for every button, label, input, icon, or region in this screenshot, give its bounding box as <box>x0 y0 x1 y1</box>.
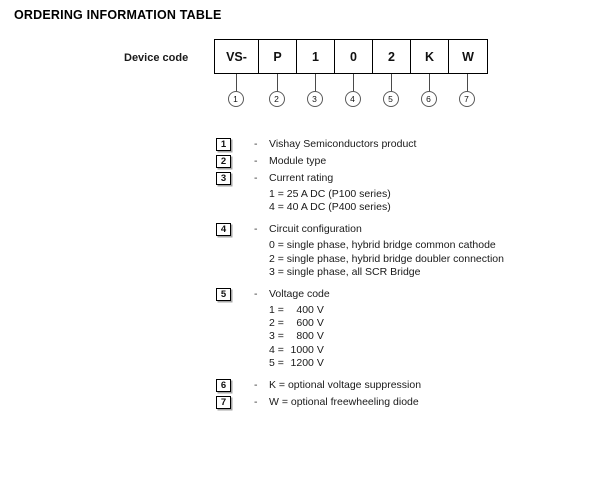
device-code-cell: W <box>462 49 474 64</box>
callout-circle: 1 <box>227 91 244 107</box>
device-code-cell: 2 <box>373 40 411 73</box>
legend-subitem-unit: V <box>316 330 324 343</box>
leader-line <box>467 74 468 92</box>
legend-dash: - <box>254 379 258 392</box>
legend-item-header: 4 -Circuit configuration <box>216 223 606 238</box>
leader-line <box>277 74 278 92</box>
legend-subitem: 2 = single phase, hybrid bridge doubler … <box>269 253 606 266</box>
legend-dash: - <box>254 155 258 167</box>
legend-subitem-code: 5 = <box>269 356 284 369</box>
legend-subitem-value: 1000 <box>290 343 314 356</box>
legend-item-header: 1 -Vishay Semiconductors product <box>216 138 606 153</box>
leader-line <box>353 74 354 92</box>
device-code-label: Device code <box>124 52 189 64</box>
callout-circle: 2 <box>268 91 285 107</box>
legend-item: 1 -Vishay Semiconductors product <box>216 138 606 153</box>
legend-subitem: 4 = 40 A DC (P400 series) <box>269 201 606 214</box>
legend-subitem-code: 4 = <box>269 343 284 356</box>
legend-number-box: 2 <box>216 155 231 168</box>
legend-subitem-text: 4 = 40 A DC (P400 series) <box>269 201 391 214</box>
legend-number-box: 4 <box>216 223 231 237</box>
device-code-cell: 0 <box>335 40 373 73</box>
legend-subitem: 0 = single phase, hybrid bridge common c… <box>269 239 606 252</box>
legend-item-header: 6 -K = optional voltage suppression <box>216 379 606 394</box>
leader-line <box>391 74 392 92</box>
legend-subitem-text: 1 = 25 A DC (P100 series) <box>269 188 391 200</box>
legend-item-header: 5 -Voltage code <box>216 288 606 303</box>
legend-dash: - <box>254 172 258 184</box>
legend-item: 2 -Module type <box>216 155 606 170</box>
legend-item-header: 2 -Module type <box>216 155 606 170</box>
legend-item: 3 -Current rating 1 = 25 A DC (P100 series… <box>216 172 606 214</box>
legend-subitem-text: 0 = single phase, hybrid bridge common c… <box>269 239 496 252</box>
legend-description: Circuit configuration <box>269 223 362 236</box>
legend-subitem-unit: V <box>316 343 324 356</box>
legend-subitem-value: 400 <box>296 304 314 317</box>
legend-description: Module type <box>269 155 327 167</box>
legend-subitem-value: 600 <box>296 317 314 330</box>
legend-subitem-code: 3 = <box>269 330 284 343</box>
device-code-cell: 1 <box>297 40 335 73</box>
legend-subitem-text: 3 = single phase, all SCR Bridge <box>269 265 421 278</box>
callout-circle: 6 <box>420 91 437 107</box>
legend-subitem-unit: V <box>316 317 324 330</box>
leader-line <box>315 74 316 92</box>
legend-subitem-code: 2 = <box>269 317 284 330</box>
legend-number-box: 1 <box>216 138 231 151</box>
legend-subitem-text: 2 = single phase, hybrid bridge doubler … <box>269 252 504 265</box>
device-code-cell: P <box>259 40 297 73</box>
leader-line <box>429 74 430 92</box>
legend-item: 6 -K = optional voltage suppression <box>216 379 606 394</box>
legend-description: Vishay Semiconductors product <box>269 138 417 150</box>
legend-dash: - <box>254 288 258 301</box>
device-code-cell: VS- <box>215 40 259 73</box>
legend-dash: - <box>254 396 258 409</box>
legend-number-box: 3 <box>216 172 231 185</box>
legend-subitem-code: 1 = <box>269 304 284 317</box>
legend-sublist: 1 = 25 A DC (P100 series)4 = 40 A DC (P4… <box>269 188 606 214</box>
callout-circle: 5 <box>382 91 399 107</box>
legend-dash: - <box>254 138 258 150</box>
legend-subitem-unit: V <box>316 356 324 369</box>
legend-item: 4 -Circuit configuration 0 = single phase,… <box>216 223 606 279</box>
legend-description: Current rating <box>269 172 334 184</box>
legend-number-box: 7 <box>216 396 231 410</box>
legend-subitem: 3 = single phase, all SCR Bridge <box>269 266 606 279</box>
legend-item-header: 3 -Current rating <box>216 172 606 187</box>
callout-circle: 4 <box>344 91 361 107</box>
device-code-cell: K <box>411 40 449 73</box>
legend-number-box: 5 <box>216 288 231 302</box>
legend-subitem-value: 800 <box>296 330 314 343</box>
legend-subitem-unit: V <box>316 304 324 317</box>
legend-item-header: 7 -W = optional freewheeling diode <box>216 396 606 411</box>
legend-item: 7 -W = optional freewheeling diode <box>216 396 606 411</box>
leader-line <box>236 74 237 92</box>
legend-number-box: 6 <box>216 379 231 393</box>
legend-subitem-value: 1200 <box>290 356 314 369</box>
legend-description: K = optional voltage suppression <box>269 379 422 392</box>
legend-description: W = optional freewheeling diode <box>269 396 419 409</box>
legend-sublist: 0 = single phase, hybrid bridge common c… <box>269 239 606 279</box>
legend-dash: - <box>254 223 258 236</box>
page-title: ORDERING INFORMATION TABLE <box>14 8 222 22</box>
callout-circle: 7 <box>458 91 475 107</box>
callout-circle: 3 <box>306 91 323 107</box>
legend-subitem: 1 = 25 A DC (P100 series) <box>269 188 606 201</box>
legend-description: Voltage code <box>269 288 330 301</box>
